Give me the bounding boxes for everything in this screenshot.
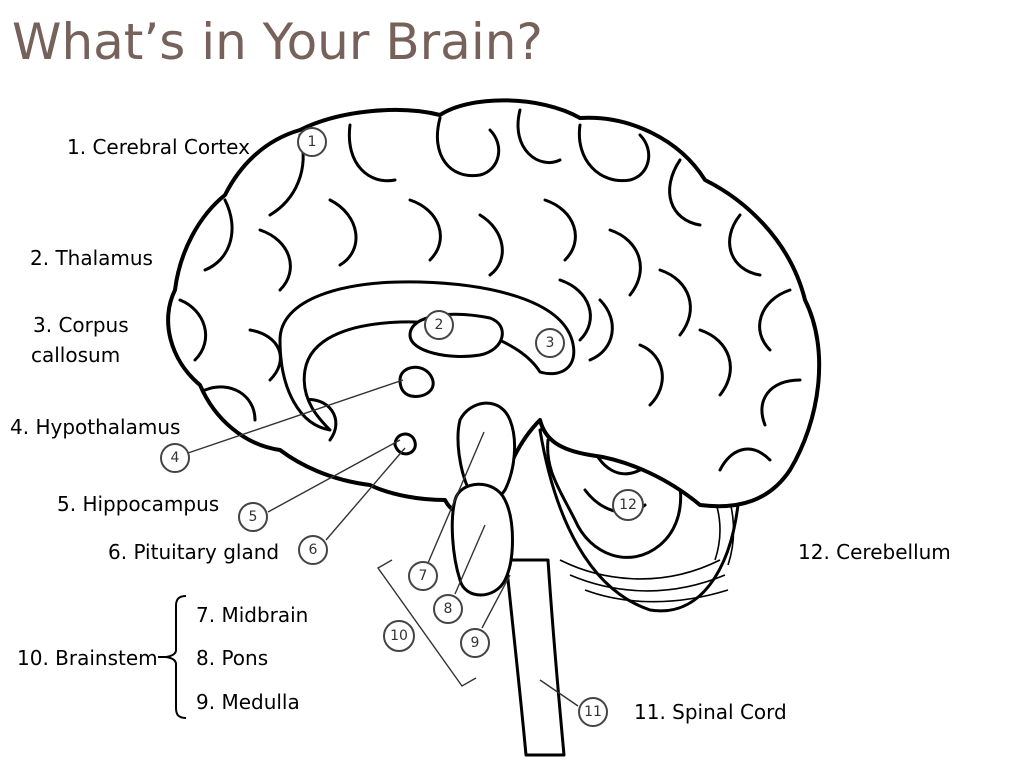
corpus-callosum-shape [278,280,576,432]
marker-11: 11 [578,697,608,727]
marker-3-number: 3 [546,335,555,351]
label-hippocampus: 5. Hippocampus [57,492,220,516]
marker-2-number: 2 [435,317,444,333]
thalamus-shape [408,312,504,358]
marker-9: 9 [460,628,490,658]
brainstem-bracket [165,595,187,719]
marker-12: 12 [612,489,644,521]
marker-11-number: 11 [584,704,602,720]
slide-title: What’s in Your Brain? [12,13,543,71]
label-cerebellum: 12. Cerebellum [798,540,951,564]
pituitary-shape [393,432,417,456]
marker-10-number: 10 [390,628,408,644]
marker-10: 10 [383,620,415,652]
marker-3: 3 [535,328,565,358]
marker-5: 5 [238,502,268,532]
marker-8: 8 [433,594,463,624]
cortex-gyri [178,108,802,472]
marker-4-number: 4 [171,450,180,466]
marker-5-number: 5 [249,509,258,525]
label-midbrain: 7. Midbrain [196,603,309,627]
label-pons: 8. Pons [196,646,269,670]
label-pituitary-gland: 6. Pituitary gland [108,540,280,564]
label-corpus-callosum-line1: 3. Corpus [33,313,129,337]
label-medulla: 9. Medulla [196,690,300,714]
label-spinal-cord: 11. Spinal Cord [634,700,787,724]
marker-6: 6 [298,535,328,565]
marker-7-number: 7 [419,568,428,584]
marker-8-number: 8 [444,601,453,617]
label-thalamus: 2. Thalamus [30,246,153,270]
label-brainstem: 10. Brainstem [17,646,158,670]
label-corpus-callosum-line2: callosum [31,343,121,367]
marker-6-number: 6 [309,542,318,558]
label-cerebral-cortex: 1. Cerebral Cortex [67,135,250,159]
marker-4: 4 [160,443,190,473]
marker-1-number: 1 [308,134,317,150]
marker-12-number: 12 [619,497,637,513]
midbrain-shape [456,401,516,503]
marker-7: 7 [408,561,438,591]
leader-lines [187,134,579,707]
label-hypothalamus: 4. Hypothalamus [10,415,181,439]
hypothalamus-shape [398,365,435,398]
marker-1: 1 [297,127,327,157]
spinal-cord-shape [504,558,566,757]
marker-9-number: 9 [471,635,480,651]
marker-2: 2 [424,310,454,340]
